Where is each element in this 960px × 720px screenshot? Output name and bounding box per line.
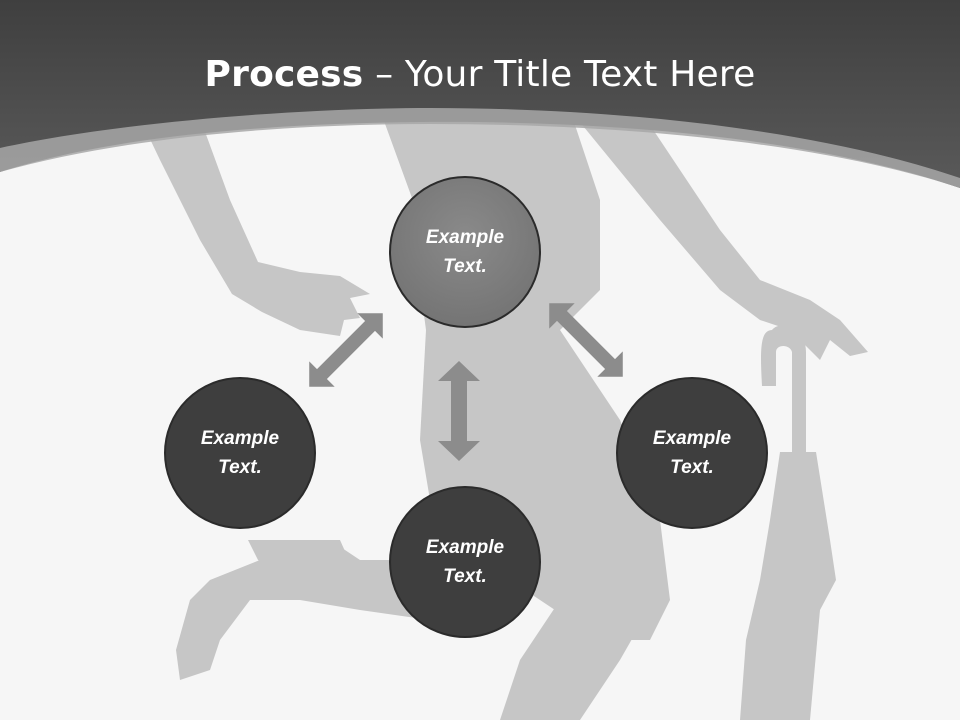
node-text-line2: Text. [218, 457, 262, 478]
woman-silhouette-icon [140, 110, 868, 720]
process-node-bottom[interactable]: Example Text. [389, 486, 541, 638]
node-text-line1: Example [425, 227, 505, 248]
node-text-line2: Text. [670, 457, 714, 478]
node-text-line2: Text. [443, 256, 487, 277]
header-highlight-stripe [0, 108, 960, 188]
node-text-line1: Example [652, 428, 732, 449]
double-arrow-icon [309, 313, 383, 387]
process-node-left[interactable]: Example Text. [164, 377, 316, 529]
process-node-top[interactable]: Example Text. [389, 176, 541, 328]
node-text-line1: Example [200, 428, 280, 449]
double-arrow-icon [438, 361, 480, 461]
node-text-line2: Text. [443, 566, 487, 587]
double-arrow-icon [549, 303, 623, 377]
title-bold: Process [204, 54, 364, 95]
slide-title: Process – Your Title Text Here [0, 52, 960, 98]
node-text-line1: Example [425, 537, 505, 558]
title-rest: – Your Title Text Here [363, 54, 756, 95]
process-node-right[interactable]: Example Text. [616, 377, 768, 529]
header-band [0, 0, 960, 188]
